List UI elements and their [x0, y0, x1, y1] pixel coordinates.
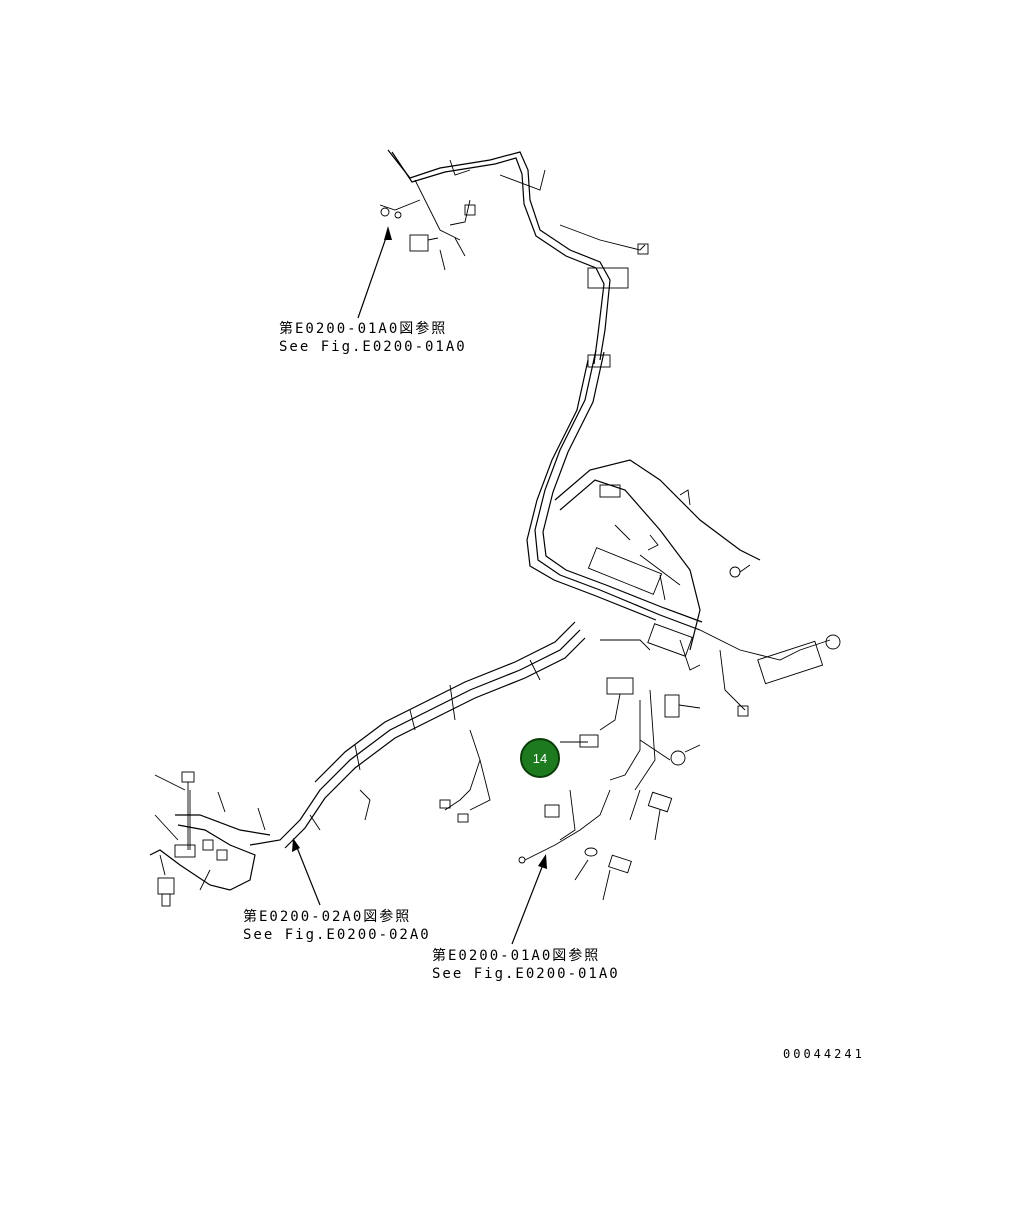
- reference-label-jp: 第E0200-01A0図参照: [279, 321, 448, 337]
- left-components: [149, 771, 271, 907]
- reference-label-top: 第E0200-01A0図参照 See Fig.E0200-01A0: [279, 320, 467, 356]
- reference-label-bottom: 第E0200-01A0図参照 See Fig.E0200-01A0: [432, 947, 620, 983]
- part-callout-14[interactable]: 14: [520, 738, 560, 778]
- reference-label-en: See Fig.E0200-02A0: [243, 927, 431, 943]
- middle-clamps: [579, 547, 701, 791]
- reference-label-jp: 第E0200-01A0図参照: [432, 948, 601, 964]
- reference-1-leader: [357, 226, 392, 319]
- reference-label-en: See Fig.E0200-01A0: [279, 339, 467, 355]
- reference-3-leader: [511, 854, 547, 945]
- reference-label-jp: 第E0200-02A0図参照: [243, 909, 412, 925]
- reference-label-en: See Fig.E0200-01A0: [432, 966, 620, 982]
- vertical-bundle: [526, 349, 703, 631]
- reference-2-leader: [292, 838, 321, 906]
- lower-center-components: [518, 789, 673, 901]
- reference-label-left: 第E0200-02A0図参照 See Fig.E0200-02A0: [243, 908, 431, 944]
- right-loop-harness: [554, 459, 841, 717]
- lower-left-harness: [249, 621, 586, 849]
- drawing-code: 00044241: [783, 1047, 865, 1061]
- callout-label: 14: [532, 750, 548, 766]
- upper-harness: [379, 149, 649, 365]
